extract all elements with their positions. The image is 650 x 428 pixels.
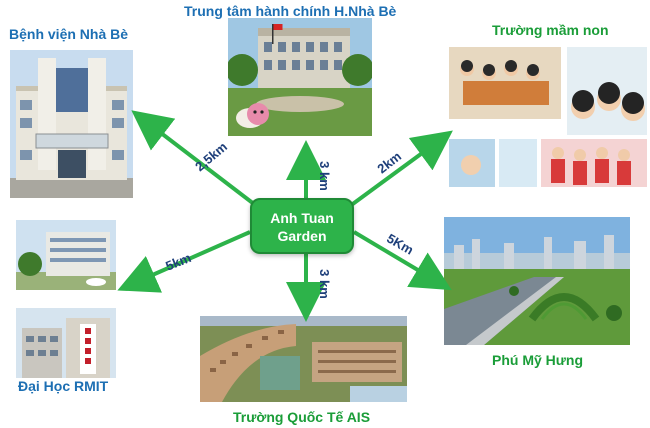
arrow-hospital: [131, 110, 256, 206]
ais-label: Trường Quốc Tế AIS: [233, 409, 371, 425]
distance-admin-center: 3 km: [317, 161, 332, 191]
rmit-top-photo: [16, 220, 116, 290]
rmit-bottom-photo: [16, 308, 116, 378]
arrow-rmit: [117, 230, 251, 293]
ais-photo: [200, 316, 407, 402]
distance-kindergarten: 2km: [374, 149, 404, 177]
hub-line-2: Garden: [277, 228, 327, 244]
kindergarten-label: Trường mầm non: [492, 22, 609, 38]
distance-ais: 3 km: [317, 269, 332, 299]
arrow-kindergarten: [348, 130, 453, 208]
admin-center-photo: [228, 18, 372, 136]
phu-my-hung-photo: [444, 217, 630, 345]
anh-tuan-garden-hub: Anh Tuan Garden: [250, 198, 354, 254]
hospital-label: Bệnh viện Nhà Bè: [9, 26, 129, 42]
hospital-photo: [10, 50, 133, 198]
distance-rmit: 5km: [163, 250, 193, 274]
hub-line-1: Anh Tuan: [270, 210, 334, 226]
arrow-phu-my-hung: [352, 230, 452, 291]
kindergarten-photo: [449, 47, 647, 192]
rmit-label: Đại Học RMIT: [18, 378, 109, 394]
phu-my-hung-label: Phú Mỹ Hưng: [492, 352, 584, 368]
admin-center-label: Trung tâm hành chính H.Nhà Bè: [184, 3, 397, 19]
